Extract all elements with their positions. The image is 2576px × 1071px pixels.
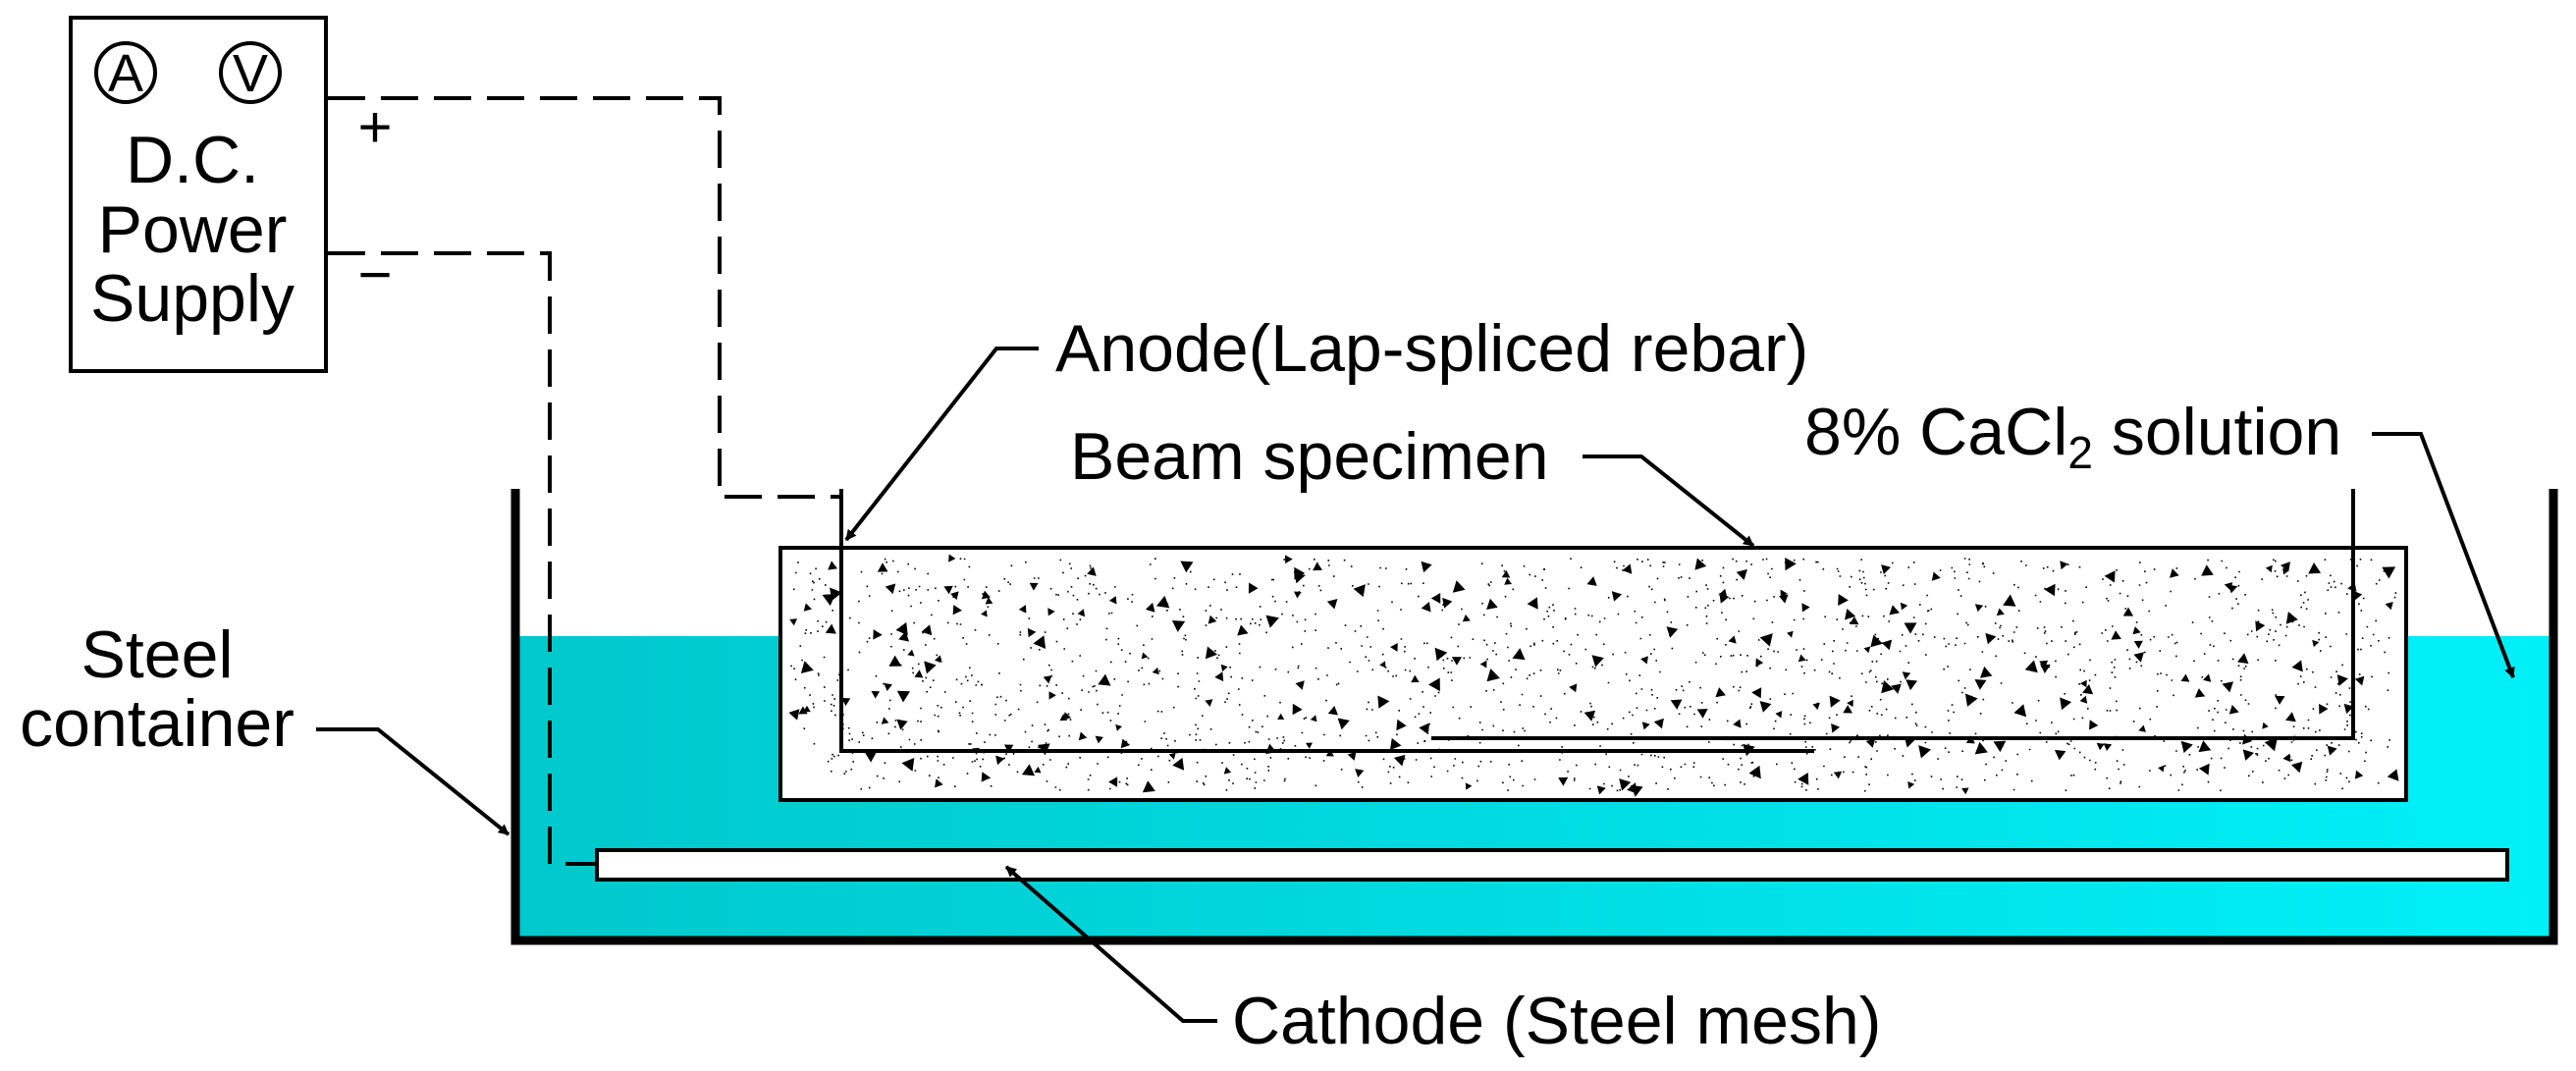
- anode-rebar-right: [1431, 489, 2355, 740]
- solution-label-suffix: solution: [2093, 395, 2341, 469]
- solution-label: 8% CaCl2 solution: [1804, 395, 2341, 478]
- cathode-label: Cathode (Steel mesh): [1232, 984, 1881, 1058]
- dc-power-supply-box: [69, 16, 328, 373]
- steel-container: [510, 489, 2558, 945]
- anode-label: Anode(Lap-spliced rebar): [1055, 311, 1808, 386]
- beam-leader-arrow: [1583, 455, 1755, 548]
- negative-wire: [328, 251, 597, 866]
- ammeter-icon: [94, 41, 157, 104]
- beam-specimen-label: Beam specimen: [1070, 419, 1549, 494]
- voltmeter-symbol: V: [233, 44, 268, 103]
- ammeter-symbol: A: [108, 44, 143, 103]
- solution-label-prefix: 8% CaCl: [1804, 395, 2067, 469]
- voltmeter-icon: [219, 41, 282, 104]
- solution-leader-arrow: [2372, 432, 2515, 679]
- anode-rebar-left: [839, 489, 1814, 753]
- cathode-leader-arrow: [1004, 865, 1217, 1023]
- container-label-line1: Steel: [81, 617, 234, 692]
- container-leader-arrow: [316, 727, 510, 836]
- solution-label-subscript: 2: [2067, 427, 2093, 478]
- anode-leader-arrow: [844, 347, 1039, 542]
- power-supply-label-line3: Supply: [90, 261, 295, 336]
- container-label-line2: container: [20, 686, 295, 761]
- positive-wire: [328, 96, 841, 499]
- cathode-steel-mesh: [595, 848, 2509, 882]
- positive-terminal-sign: +: [357, 94, 392, 160]
- power-supply-label-line2: Power: [98, 192, 288, 267]
- power-supply-label-line1: D.C.: [126, 123, 259, 197]
- beam-specimen: [778, 546, 2408, 802]
